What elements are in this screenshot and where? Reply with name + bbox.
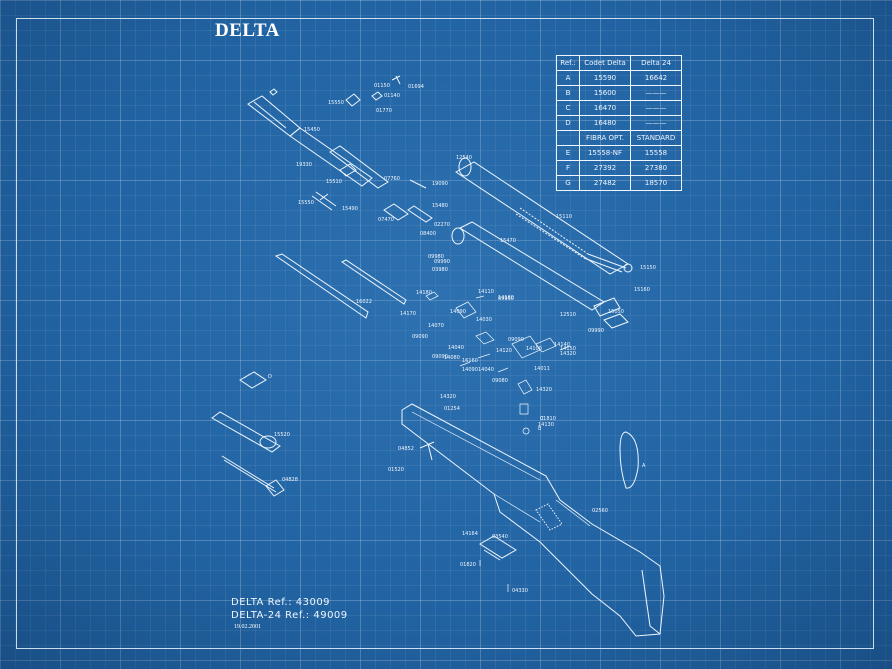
- part-number-label: 02560: [592, 508, 608, 514]
- part-number-label: 09990: [588, 328, 604, 334]
- part-number-label: 02270: [434, 222, 450, 228]
- table-cell: 18570: [630, 175, 682, 191]
- part-number-label: 07760: [384, 176, 400, 182]
- part-number-label: 12540: [456, 155, 472, 161]
- part-number-label: 09950: [498, 296, 514, 302]
- part-number-label: 14090: [462, 367, 478, 373]
- part-number-label: 01820: [460, 562, 476, 568]
- part-number-label: 04330: [512, 588, 528, 594]
- part-number-label: 14320: [440, 394, 456, 400]
- part-number-label: 03980: [432, 267, 448, 273]
- part-number-label: A: [642, 463, 646, 469]
- part-number-label: 04828: [282, 477, 298, 483]
- drawing-date: 19.02.2001: [234, 624, 261, 630]
- cheek-piece: [619, 431, 639, 489]
- part-number-label: 14320: [560, 351, 576, 357]
- part-number-label: 15470: [500, 238, 516, 244]
- part-number-label: 14040: [448, 345, 464, 351]
- part-number-label: 14130: [538, 422, 554, 428]
- stock-assembly: [401, 403, 665, 637]
- part-number-label: 01254: [444, 406, 460, 412]
- part-number-label: 16022: [356, 299, 372, 305]
- part-number-label: 12510: [560, 312, 576, 318]
- part-number-label: 15520: [274, 432, 290, 438]
- part-number-label: 09090: [508, 337, 524, 343]
- part-number-label: 01694: [408, 84, 424, 90]
- part-number-label: 15490: [342, 206, 358, 212]
- part-number-label: 15160: [634, 287, 650, 293]
- part-number-label: 01520: [388, 467, 404, 473]
- part-number-label: 14090: [450, 309, 466, 315]
- part-number-label: 14140: [554, 342, 570, 348]
- part-number-label: 16160: [462, 358, 478, 364]
- cylinder-assembly: [451, 157, 633, 329]
- part-number-label: 14030: [476, 317, 492, 323]
- barrel-assembly: [247, 75, 433, 223]
- part-number-label: 01770: [376, 108, 392, 114]
- part-number-label: 01810: [540, 416, 556, 422]
- part-number-label: 15550: [298, 200, 314, 206]
- part-number-label: 15110: [556, 214, 572, 220]
- part-number-label: 08400: [420, 231, 436, 237]
- part-number-label: 14040: [478, 367, 494, 373]
- part-number-label: 15150: [640, 265, 656, 271]
- part-number-label: 03540: [492, 534, 508, 540]
- part-number-label: 14150: [560, 346, 576, 352]
- part-number-label: B: [538, 426, 542, 432]
- trigger-parts: [274, 253, 571, 435]
- part-number-label: 01150: [374, 83, 390, 89]
- part-number-label: 14164: [462, 531, 478, 537]
- part-number-label: D: [268, 374, 272, 380]
- part-number-label: 14080: [444, 355, 460, 361]
- drawing-title: DELTA: [215, 20, 280, 41]
- part-number-label: 09980: [428, 254, 444, 260]
- front-sight: [239, 371, 267, 389]
- part-number-label: 09090: [412, 334, 428, 340]
- part-number-label: C: [540, 416, 544, 422]
- model-ref-delta: DELTA Ref.: 43009: [231, 597, 331, 608]
- parts-reference-table: Ref.: Codet Delta Delta 24 A 15590 16642…: [556, 55, 682, 191]
- part-number-label: 09990: [434, 259, 450, 265]
- trigger-guard: [479, 535, 517, 592]
- part-number-label: 19330: [296, 162, 312, 168]
- drawing-border: [16, 18, 874, 649]
- part-number-label: 15510: [326, 179, 342, 185]
- part-number-label: 15050: [608, 309, 624, 315]
- part-number-label: 09080: [492, 378, 508, 384]
- table-cell: ———: [630, 100, 682, 116]
- part-number-label: 14170: [400, 311, 416, 317]
- table-header-row: Ref.: Codet Delta Delta 24: [556, 55, 682, 71]
- part-number-label: 14070: [428, 323, 444, 329]
- table-row: C 16470 ———: [556, 100, 682, 116]
- part-number-label: 09090: [432, 354, 448, 360]
- muzzle-parts: [211, 411, 285, 497]
- model-ref-delta24: DELTA-24 Ref.: 49009: [231, 610, 348, 621]
- part-number-label: 14120: [496, 348, 512, 354]
- part-number-label: 15480: [432, 203, 448, 209]
- table-row: G 27482 18570: [556, 175, 682, 191]
- part-number-label: 04852: [398, 446, 414, 452]
- part-number-label: 14100: [526, 346, 542, 352]
- part-number-label: 14110: [478, 289, 494, 295]
- part-number-label: 14011: [534, 366, 550, 372]
- part-number-label: 01140: [384, 93, 400, 99]
- part-number-label: 14320: [536, 387, 552, 393]
- part-number-label: 07470: [378, 217, 394, 223]
- part-number-label: 15550: [328, 100, 344, 106]
- part-numbers: 01150 01694 01140 15550 01770 15450 19330 15510…: [268, 83, 656, 594]
- part-number-label: 14130: [498, 295, 514, 301]
- part-number-label: 15450: [304, 127, 320, 133]
- part-number-label: 19090: [432, 181, 448, 187]
- part-number-label: 14180: [416, 290, 432, 296]
